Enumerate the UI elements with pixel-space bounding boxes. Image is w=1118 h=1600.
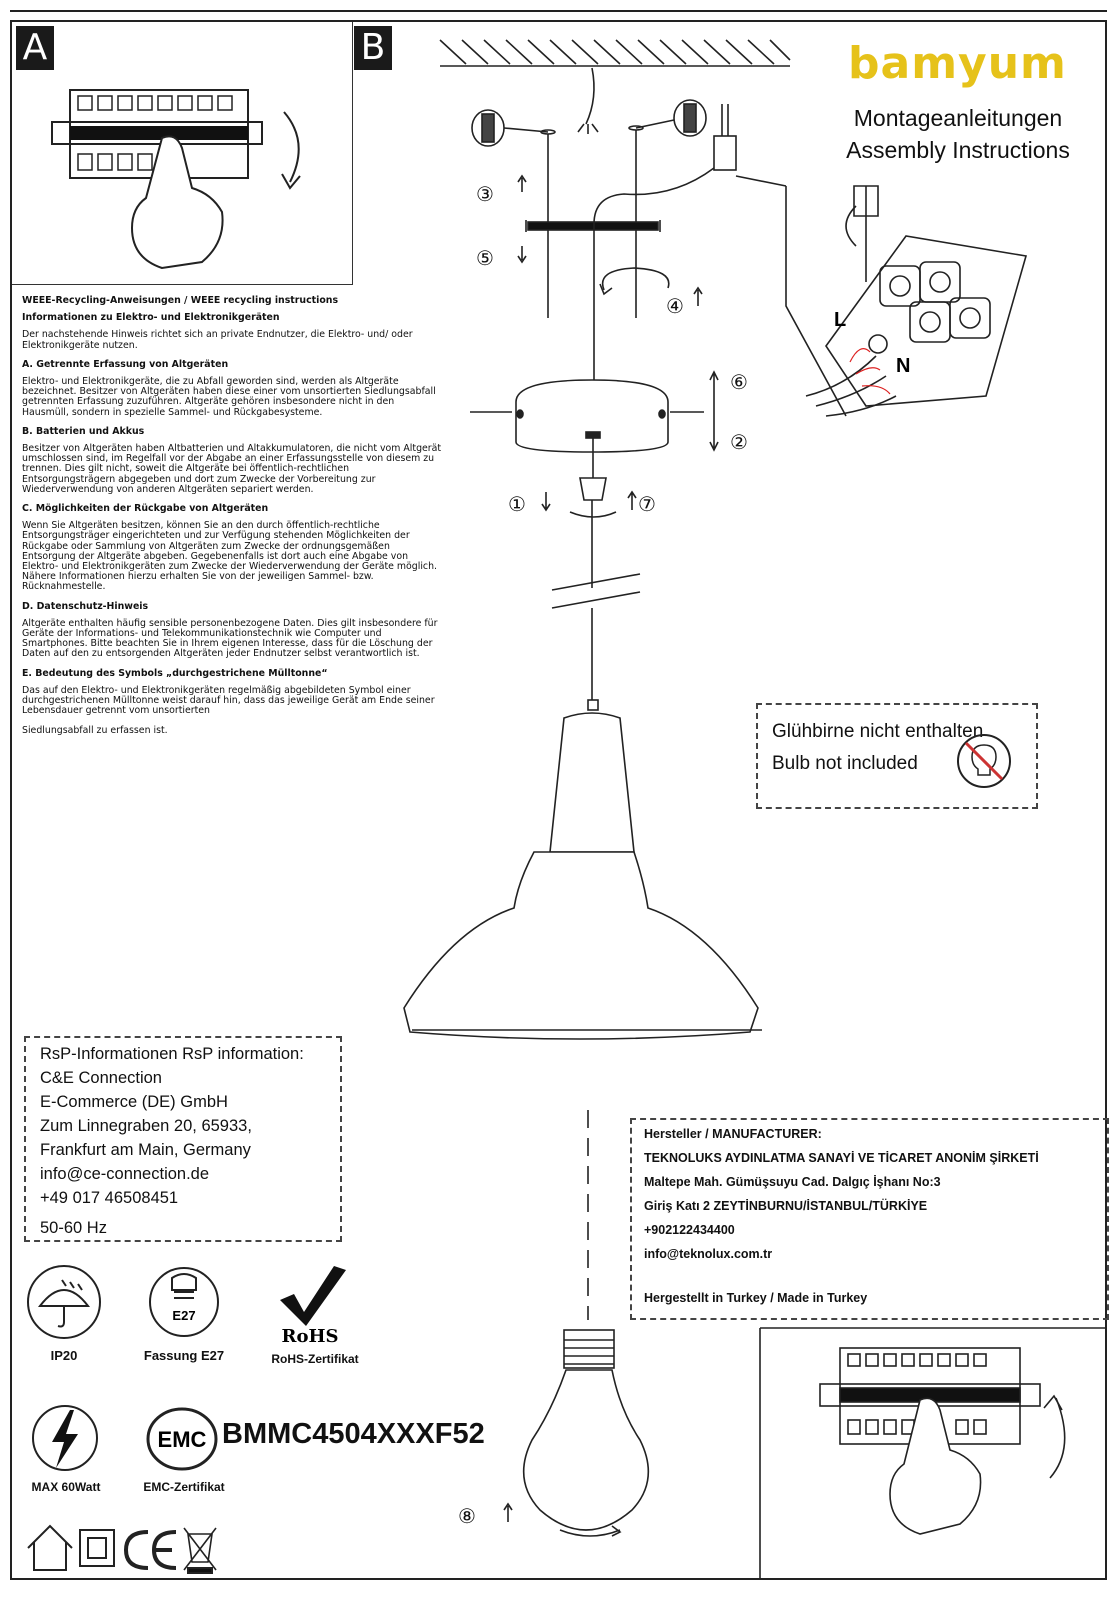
breaker-on-illustration — [759, 1327, 1106, 1578]
weee-e-text-2: Siedlungsabfall zu erfassen ist. — [22, 724, 168, 736]
wire-n-label: N — [896, 355, 910, 377]
weee-b-heading: B. Batterien und Akkus — [22, 425, 145, 437]
emc-caption: EMC-Zertifikat — [143, 1480, 225, 1494]
rsp-info-box: RsP-Informationen RsP information: C&E C… — [24, 1036, 342, 1242]
weee-bin-icon — [183, 1527, 217, 1571]
no-bulb-icon — [957, 734, 1011, 788]
class-ii-icon — [79, 1529, 115, 1567]
mfr-phone: +902122434400 — [644, 1223, 735, 1237]
emc-icon: EMC — [146, 1407, 218, 1471]
title-en: Assembly Instructions — [846, 137, 1070, 163]
breaker-off-illustration — [51, 89, 301, 270]
weee-info-heading: Informationen zu Elektro- und Elektronik… — [22, 312, 280, 324]
rsp-city: Frankfurt am Main, Germany — [40, 1141, 251, 1159]
top-rule — [10, 10, 1107, 12]
mfr-heading: Hersteller / MANUFACTURER: — [644, 1127, 822, 1141]
title-de: Montageanleitungen — [853, 105, 1063, 131]
mfr-origin: Hergestellt in Turkey / Made in Turkey — [644, 1291, 868, 1305]
socket-caption: Fassung E27 — [143, 1348, 225, 1363]
indoor-house-icon — [27, 1524, 73, 1571]
weee-e-text: Das auf den Elektro- und Elektronikgerät… — [22, 684, 435, 717]
weee-b-text: Besitzer von Altgeräten haben Altbatteri… — [22, 443, 442, 495]
step-7-label: ⑦ — [638, 492, 656, 516]
panel-a-label: A — [16, 26, 54, 70]
weee-c-heading: C. Möglichkeiten der Rückgabe von Altger… — [22, 503, 269, 515]
step-6-label: ⑥ — [730, 370, 748, 394]
brand-logo: bamyum — [848, 38, 1067, 89]
step-5-label: ⑤ — [476, 246, 494, 270]
rsp-heading: RsP-Informationen RsP information: — [40, 1045, 304, 1063]
model-number: BMMC4504XXXF52 — [222, 1418, 485, 1450]
mfr-address-2: Giriş Katı 2 ZEYTİNBURNU/İSTANBUL/TÜRKİY… — [644, 1199, 928, 1213]
step-1-label: ① — [508, 492, 526, 516]
e27-socket-icon: E27 — [149, 1267, 219, 1337]
weee-e-heading: E. Bedeutung des Symbols „durchgestriche… — [22, 667, 328, 679]
panel-a: A — [12, 22, 353, 285]
max-watt-caption: MAX 60Watt — [31, 1480, 101, 1494]
bulb-notice-de: Glühbirne nicht enthalten — [772, 721, 984, 742]
step-4-label: ④ — [666, 294, 684, 318]
rsp-email: info@ce-connection.de — [40, 1165, 210, 1183]
max-watt-icon — [32, 1405, 98, 1471]
ce-mark-icon — [123, 1530, 177, 1570]
wiring-detail: L N — [735, 175, 1028, 417]
weee-d-text: Altgeräte enthalten häufig sensible pers… — [22, 617, 438, 660]
weee-a-text: Elektro- und Elektronikgeräte, die zu Ab… — [22, 376, 436, 418]
weee-instructions: WEEE-Recycling-Anweisungen / WEEE recycl… — [22, 295, 442, 745]
rohs-caption: RoHS-Zertifikat — [271, 1352, 359, 1366]
step-8-label: ⑧ — [458, 1504, 476, 1528]
page-frame — [10, 20, 1107, 1580]
mfr-address-1: Maltepe Mah. Gümüşsuyu Cad. Dalgıç İşhan… — [644, 1175, 941, 1189]
rohs-icon-label: RoHS — [282, 1326, 339, 1347]
mfr-email: info@teknolux.com.tr — [644, 1247, 773, 1261]
weee-info-text: Der nachstehende Hinweis richtet sich an… — [22, 329, 413, 351]
manufacturer-box: Hersteller / MANUFACTURER: TEKNOLUKS AYD… — [630, 1118, 1109, 1320]
weee-heading: WEEE-Recycling-Anweisungen / WEEE recycl… — [22, 295, 339, 306]
emc-icon-label: EMC — [158, 1427, 207, 1452]
panel-b-label: B — [354, 26, 392, 70]
rsp-street: Zum Linnegraben 20, 65933, — [40, 1117, 252, 1135]
step-3-label: ③ — [476, 182, 494, 206]
bottom-symbols — [27, 1524, 217, 1574]
mfr-name: TEKNOLUKS AYDINLATMA SANAYİ VE TİCARET A… — [644, 1151, 1039, 1165]
ip20-umbrella-icon — [27, 1265, 101, 1339]
bulb-notice-en: Bulb not included — [772, 753, 918, 774]
rohs-icon: RoHS — [280, 1266, 346, 1347]
rsp-company: C&E Connection — [40, 1069, 162, 1087]
wire-l-label: L — [834, 309, 846, 331]
ip20-caption: IP20 — [50, 1348, 78, 1363]
rsp-phone: +49 017 46508451 — [40, 1189, 179, 1207]
rsp-frequency: 50-60 Hz — [40, 1219, 107, 1237]
weee-c-text: Wenn Sie Altgeräten besitzen, können Sie… — [22, 520, 437, 593]
weee-a-heading: A. Getrennte Erfassung von Altgeräten — [22, 358, 229, 370]
rsp-company-2: E-Commerce (DE) GmbH — [40, 1093, 228, 1111]
e27-icon-label: E27 — [172, 1308, 195, 1323]
bulb-notice-box: Glühbirne nicht enthalten Bulb not inclu… — [756, 703, 1038, 809]
step-2-label: ② — [730, 430, 748, 454]
weee-d-heading: D. Datenschutz-Hinweis — [22, 600, 149, 612]
